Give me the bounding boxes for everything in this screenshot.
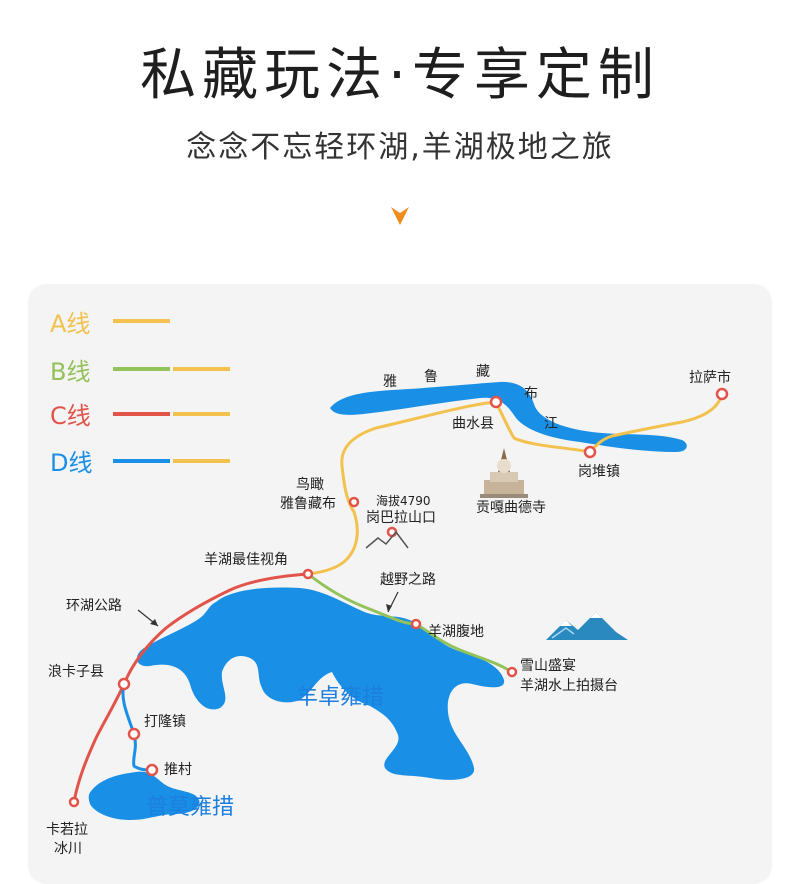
- page-title: 私藏玩法·专享定制: [140, 43, 660, 108]
- marker-tuicun: [145, 763, 159, 777]
- marker-overlook: [348, 496, 360, 508]
- label-lake-pumo: 普莫雍措: [146, 795, 234, 820]
- label-ring-road: 环湖公路: [66, 598, 122, 614]
- temple-icon: [480, 448, 528, 498]
- label-overlook-2: 雅鲁藏布: [280, 496, 336, 512]
- marker-snow: [506, 666, 518, 678]
- lake-yamdrok: [136, 587, 505, 780]
- label-karola-1: 卡若拉: [46, 822, 88, 838]
- river-char-3: 藏: [476, 364, 490, 380]
- legend-label-c: C线: [50, 402, 91, 430]
- label-gangbala: 岗巴拉山口: [366, 510, 436, 526]
- marker-gangdui: [583, 445, 597, 459]
- label-overlook-1: 鸟瞰: [296, 477, 324, 493]
- page-subtitle: 念念不忘轻环湖,羊湖极地之旅: [186, 130, 614, 165]
- markers: [68, 387, 729, 808]
- label-best-view: 羊湖最佳视角: [204, 552, 288, 568]
- legend-label-a: A线: [50, 310, 90, 338]
- legend-label-d: D线: [50, 449, 92, 477]
- river-char-4: 布: [524, 386, 538, 402]
- label-lake-yamdrok: 羊卓雍措: [296, 685, 384, 710]
- lake-pumo: [88, 771, 200, 820]
- label-lakeside: 羊湖腹地: [428, 623, 484, 640]
- snow-mountain-icon: [546, 612, 628, 640]
- legend-label-b: B线: [50, 358, 90, 386]
- label-dalong: 打隆镇: [144, 713, 186, 730]
- river-char-1: 雅: [383, 374, 397, 390]
- river-char-2: 鲁: [424, 369, 438, 385]
- route-line-c: [72, 572, 309, 803]
- label-karola-2: 冰川: [54, 841, 82, 856]
- label-langkazi: 浪卡子县: [48, 664, 104, 680]
- marker-qushui: [489, 395, 503, 409]
- label-snow-2: 羊湖水上拍摄台: [520, 678, 618, 694]
- label-gongga-temple: 贡嘎曲德寺: [476, 500, 546, 516]
- label-altitude: 海拔4790: [376, 493, 431, 508]
- label-snow-1: 雪山盛宴: [520, 657, 576, 674]
- marker-best-view: [302, 568, 314, 580]
- label-gangdui: 岗堆镇: [578, 464, 620, 480]
- route-map: A线 B线 C线 D线: [46, 310, 731, 856]
- label-lhasa: 拉萨市: [689, 369, 731, 386]
- marker-lakeside: [410, 618, 422, 630]
- marker-lhasa: [715, 387, 729, 401]
- label-tuicun: 推村: [164, 762, 192, 778]
- river-yarlung: [330, 381, 687, 452]
- legend: A线 B线 C线 D线: [50, 310, 230, 477]
- river-char-5: 江: [544, 416, 558, 432]
- label-offroad: 越野之路: [380, 572, 436, 588]
- mountain-pass-icon: [365, 530, 409, 549]
- offroad-arrowhead: [386, 604, 392, 612]
- route-line-d: [121, 683, 153, 772]
- down-arrow-icon: [391, 207, 409, 225]
- ring-road-arrowhead: [150, 619, 158, 626]
- marker-gangbala: [386, 526, 398, 538]
- marker-langkazi: [117, 677, 131, 691]
- marker-dalong: [127, 727, 141, 741]
- marker-karola: [68, 796, 80, 808]
- label-qushui: 曲水县: [452, 416, 494, 432]
